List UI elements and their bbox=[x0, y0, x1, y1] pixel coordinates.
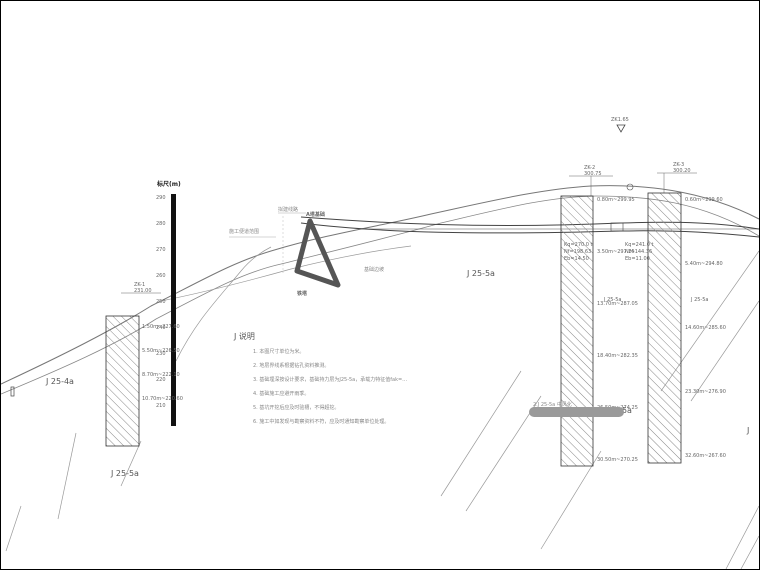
weathering-line-left bbox=[175, 246, 272, 362]
note-item: 2. 地层界线系根据钻孔资料推测。 bbox=[253, 362, 329, 369]
borehole-mid: ZK-2 300.75 0.80m~299.95 3.50m~297.25 13.7… bbox=[560, 165, 638, 467]
borehole-depth-label: 14.60m~285.60 bbox=[685, 325, 726, 331]
scale-bar-rod bbox=[171, 194, 176, 426]
borehole-mid-rock: J 25-5a bbox=[603, 297, 621, 303]
borehole-depth-label: 0.60m~299.60 bbox=[685, 197, 723, 203]
borehole-left-elev: 231.00 bbox=[134, 288, 152, 294]
tower-side-label-2: 施工便道范围 bbox=[229, 228, 259, 235]
borehole-left: ZK-1 231.00 1.50m~227.60 5.50m~226.50 8.70… bbox=[105, 282, 183, 478]
note-item: 1. 本图尺寸单位为米。 bbox=[253, 348, 304, 355]
borehole-data-value: Nf=198.63 bbox=[564, 249, 591, 255]
borehole-depth-label: 1.50m~227.60 bbox=[142, 324, 180, 330]
foundation-bar bbox=[529, 407, 624, 417]
scale-tick-label: 250 bbox=[156, 299, 166, 305]
scale-tick-label: 270 bbox=[156, 247, 166, 253]
scale-tick-label: 280 bbox=[156, 221, 166, 227]
note-item: 5. 基坑开挖后应及时验槽，不得超挖。 bbox=[253, 404, 339, 411]
tower-side-label-1: 拟建线路 bbox=[278, 206, 298, 213]
scale-tick-label: 230 bbox=[156, 351, 166, 357]
borehole-depth-label: 8.70m~222.10 bbox=[142, 372, 180, 378]
scale-tick-label: 220 bbox=[156, 377, 166, 383]
elevation-scale-bar: 标尺(m) 290 280 270 260 250 240 230 220 210 bbox=[156, 180, 181, 426]
borehole-depth-label: 23.30m~276.90 bbox=[685, 389, 726, 395]
borehole-depth-label: 18.40m~282.35 bbox=[597, 353, 638, 359]
borehole-mid-id: ZK-2 bbox=[584, 165, 595, 171]
bottom-note: 2.J 25-5a 中风化 bbox=[533, 401, 572, 408]
tower-side-label-3: 基础边坡 bbox=[364, 266, 384, 273]
borehole-left-column bbox=[105, 315, 140, 447]
borehole-mid-elev: 300.75 bbox=[584, 171, 602, 177]
note-item: 3. 基础埋深按设计要求，基础持力层为J25-5a，承载力特征值fak=… bbox=[253, 376, 407, 383]
borehole-depth-label: 0.80m~299.95 bbox=[597, 197, 635, 203]
scale-tick-label: 260 bbox=[156, 273, 166, 279]
survey-point-icon bbox=[626, 183, 634, 191]
borehole-depth-label: 10.70m~220.60 bbox=[142, 396, 183, 402]
borehole-left-id: ZK-1 bbox=[134, 282, 145, 288]
borehole-data-value: Eb=14.50 bbox=[564, 256, 589, 262]
borehole-data-value: Eb=11.00 bbox=[625, 256, 650, 262]
tower-foundation: A塔基础 铁塔 拟建线路 施工便道范围 基础边坡 bbox=[229, 206, 384, 297]
borehole-depth-label: 32.60m~267.60 bbox=[685, 453, 726, 459]
note-item: 6. 施工中如发现与勘察资料不符，应及时通知勘察单位处理。 bbox=[253, 418, 389, 425]
tower-triangle bbox=[294, 218, 341, 288]
tower-bottom-label: 铁塔 bbox=[297, 290, 308, 297]
borehole-depth-label: 13.70m~287.05 bbox=[597, 301, 638, 307]
scale-tick-label: 210 bbox=[156, 403, 166, 409]
tower-top-label: A塔基础 bbox=[306, 211, 325, 218]
line-clamp bbox=[610, 222, 624, 232]
rock-label-right-edge: J bbox=[746, 426, 749, 435]
notes-block: J 说明 1. 本图尺寸单位为米。 2. 地层界线系根据钻孔资料推测。 3. 基础埋… bbox=[233, 331, 407, 425]
triangle-marker-icon bbox=[616, 124, 626, 133]
rock-label-left-bottom: J 25-5a bbox=[110, 469, 139, 478]
borehole-depth-label: 5.50m~226.50 bbox=[142, 348, 180, 354]
top-marker-label: ZK1.65 bbox=[611, 117, 629, 123]
scale-bar-title: 标尺(m) bbox=[156, 180, 181, 188]
borehole-right-id: ZK-3 bbox=[673, 162, 684, 168]
borehole-data-value: Nf=144.36 bbox=[625, 249, 652, 255]
borehole-right-rock: J 25-5a bbox=[690, 297, 708, 303]
rock-label-center: J 25-5a bbox=[466, 269, 495, 278]
road-line bbox=[160, 245, 412, 302]
borehole-mid-column bbox=[560, 195, 594, 467]
borehole-right: ZK-3 300.20 0.60m~299.60 5.40m~294.80 14.6… bbox=[625, 162, 726, 464]
borehole-data-value: Kq=241.0 t bbox=[625, 242, 654, 248]
notes-title: J 说明 bbox=[233, 331, 255, 341]
borehole-right-elev: 300.20 bbox=[673, 168, 691, 174]
top-elevation-marker: ZK1.65 bbox=[610, 117, 634, 232]
small-stake-icon bbox=[10, 386, 15, 397]
scale-tick-label: 290 bbox=[156, 195, 166, 201]
borehole-depth-label: 30.50m~270.25 bbox=[597, 457, 638, 463]
note-item: 4. 基础施工应避开雨季。 bbox=[253, 390, 309, 397]
borehole-depth-label: 3.50m~297.25 bbox=[597, 249, 635, 255]
borehole-right-column bbox=[647, 192, 682, 464]
rock-label-left-surface: J 25-4a bbox=[45, 377, 74, 386]
borehole-data-value: Kq=270.0 t bbox=[564, 242, 593, 248]
scale-tick-label: 240 bbox=[156, 325, 166, 331]
borehole-depth-label: 5.40m~294.80 bbox=[685, 261, 723, 267]
joint-lines bbox=[5, 250, 760, 570]
